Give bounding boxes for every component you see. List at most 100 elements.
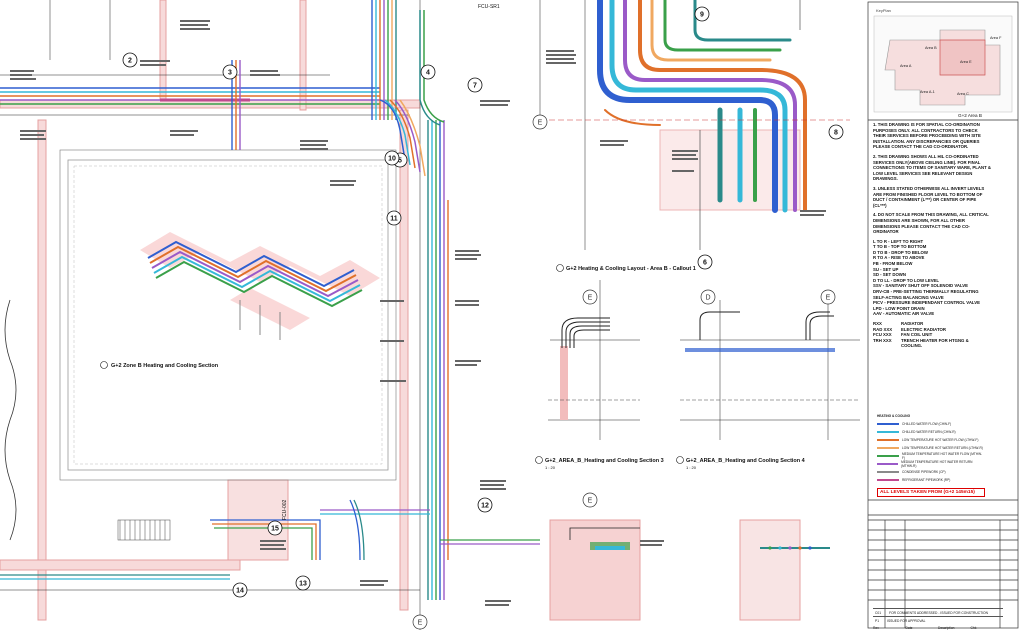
general-notes: 1. THIS DRAWING IS FOR SPATIAL CO-ORDINA…: [873, 122, 991, 349]
section-4-title-text: G+2_AREA_B_Heating and Cooling Section 4: [686, 458, 806, 464]
legend-row: MEDIUM TEMPERATURE HOT WATER FLOW (MTHW-…: [877, 452, 985, 460]
legend-swatch: [877, 455, 899, 457]
legend-swatch: [877, 423, 899, 425]
fcu-label-2: FCU-002: [282, 499, 288, 520]
key-plan-area-label: Area C: [957, 92, 969, 96]
grid-line-label: E: [538, 120, 543, 127]
legend-label: MEDIUM TEMPERATURE HOT WATER RETURN (MTH…: [901, 460, 973, 468]
grid-line-bubble: [582, 289, 598, 305]
legend-swatch: [877, 447, 899, 449]
grid-line-bubble: [700, 289, 716, 305]
abbreviation-item: L TO R - LEFT TO RIGHT: [873, 238, 924, 244]
note-1: 1. THIS DRAWING IS FOR SPATIAL CO-ORDINA…: [873, 122, 981, 150]
grid-bubble-label: 12: [481, 503, 489, 510]
abbreviation-item: R TO A - RISE TO ABOVE: [873, 255, 925, 261]
abbreviation-item: D TO B - DROP TO BELOW: [873, 249, 928, 255]
isometric-3d-view: [140, 232, 380, 340]
grid-bubble-label: 2: [128, 58, 132, 65]
legend-label: CONDENSE PIPEWORK (CP): [902, 470, 946, 474]
abbreviation-item: FB - FROM BELOW: [873, 261, 913, 267]
grid-bubble: [477, 497, 493, 513]
note-3: 3. UNLESS STATED OTHERWISE ALL INVERT LE…: [873, 185, 985, 208]
grid-bubble-label: 8: [834, 130, 838, 137]
abbreviation-list: L TO R - LEFT TO RIGHT T TO B - TOP TO B…: [873, 239, 991, 317]
services-legend: HEATING & COOLING CHILLED WATER FLOW (CH…: [877, 412, 985, 484]
key-plan-area-label: Area A: [900, 64, 912, 68]
levels-note: ALL LEVELS TAKEN FROM (G+2 145m15): [877, 488, 985, 497]
section-4-caption: G+2_AREA_B_Heating and Cooling Section 4…: [676, 456, 806, 470]
abbreviation-item: SU - SET UP: [873, 266, 899, 272]
abbreviation-item: D TO LL - DROP TO LOW LEVEL: [873, 277, 940, 283]
grid-bubble-label: 15: [271, 526, 279, 533]
key-plan-title: KeyPlan: [876, 8, 891, 13]
grid-line-label: E: [588, 295, 593, 302]
room-outline: [59, 149, 397, 481]
grid-bubble: [232, 582, 248, 598]
section-title-text: G+2 Zone B Heating and Cooling Section: [111, 363, 219, 369]
grid-bubble-label: 11: [390, 216, 398, 223]
note-4: 4. DO NOT SCALE FROM THIS DRAWING, ALL C…: [873, 212, 989, 235]
revision-header: Date: [905, 626, 913, 630]
pipe-risers-center: [379, 10, 445, 177]
legend-swatch: [877, 463, 899, 465]
legend-row: CONDENSE PIPEWORK (CP): [877, 468, 985, 476]
revision-header: Rev: [873, 626, 879, 630]
grid-line-bubble: [412, 614, 428, 630]
legend-row: LOW TEMPERATURE HOT WATER FLOW (LTHW-F): [877, 436, 985, 444]
key-plan-area-label: Area A-1: [920, 90, 935, 94]
legend-label: MEDIUM TEMPERATURE HOT WATER FLOW (MTHW-…: [901, 452, 983, 460]
grid-bubble: [694, 6, 710, 22]
section-4: [680, 311, 860, 401]
grid-bubble: [122, 52, 138, 68]
pipe-runs-bottom: [0, 499, 540, 580]
revision-cell: ISSUED FOR APPROVAL: [887, 618, 926, 623]
key-plan-caption: G+2 Area B: [958, 113, 982, 118]
annotation-text-blocks: [10, 20, 826, 606]
grid-bubble: [386, 210, 402, 226]
legend-row: LOW TEMPERATURE HOT WATER RETURN (LTHW-R…: [877, 444, 985, 452]
grid-line-bubble: [820, 289, 836, 305]
legend-title: HEATING & COOLING: [877, 414, 911, 418]
revision-header: Chk: [970, 626, 977, 630]
section-5: [569, 527, 640, 550]
legend-label: LOW TEMPERATURE HOT WATER FLOW (LTHW-F): [902, 438, 979, 442]
legend-label: REFRIGERANT PIPEWORK (RP): [902, 478, 951, 482]
section-6: [760, 546, 830, 550]
grid-bubble-label: 13: [299, 581, 307, 588]
grid-bubble-label: 14: [236, 588, 244, 595]
title-block-frame: [867, 1, 1019, 629]
grid-bubble-label: 10: [388, 156, 396, 163]
callout-title-text: G+2 Heating & Cooling Layout - Area B - …: [566, 266, 696, 272]
legend-label: LOW TEMPERATURE HOT WATER RETURN (LTHW-R…: [902, 446, 983, 450]
grid-bubble-label: 4: [426, 70, 430, 77]
legend-label: CHILLED WATER RETURN (CHW-R): [902, 430, 956, 434]
abbreviation-item: SD - SET DOWN: [873, 272, 906, 278]
legend-row: REFRIGERANT PIPEWORK (RP): [877, 476, 985, 484]
section-caption: G+2 Zone B Heating and Cooling Section: [100, 361, 219, 369]
grid-line-bubble: [582, 492, 598, 508]
abbreviation-item: SSV - SANITARY SHUT OFF SOLENOID VALVE: [873, 283, 969, 289]
key-plan-area-label: Area F: [990, 36, 1002, 40]
grid-bubble: [222, 64, 238, 80]
grid-line-label: E: [826, 295, 831, 302]
grid-bubble: [467, 77, 483, 93]
key-plan: [873, 15, 1013, 113]
legend-swatch: [877, 431, 899, 433]
curved-wall: [4, 299, 17, 541]
legend-row: CHILLED WATER FLOW (CHW-F): [877, 420, 985, 428]
grid-bubble: [267, 520, 283, 536]
grid-bubble-label: 5: [398, 158, 402, 165]
grid-line-label: E: [588, 498, 593, 505]
legend-label: CHILLED WATER FLOW (CHW-F): [902, 422, 952, 426]
grid-bubble: [420, 64, 436, 80]
grid-bubble: [295, 575, 311, 591]
abbreviation-item: PICV - PRESSURE INDEPENDANT CONTROL VALV…: [873, 300, 980, 306]
section-3-scale: 1 : 20: [545, 465, 556, 470]
